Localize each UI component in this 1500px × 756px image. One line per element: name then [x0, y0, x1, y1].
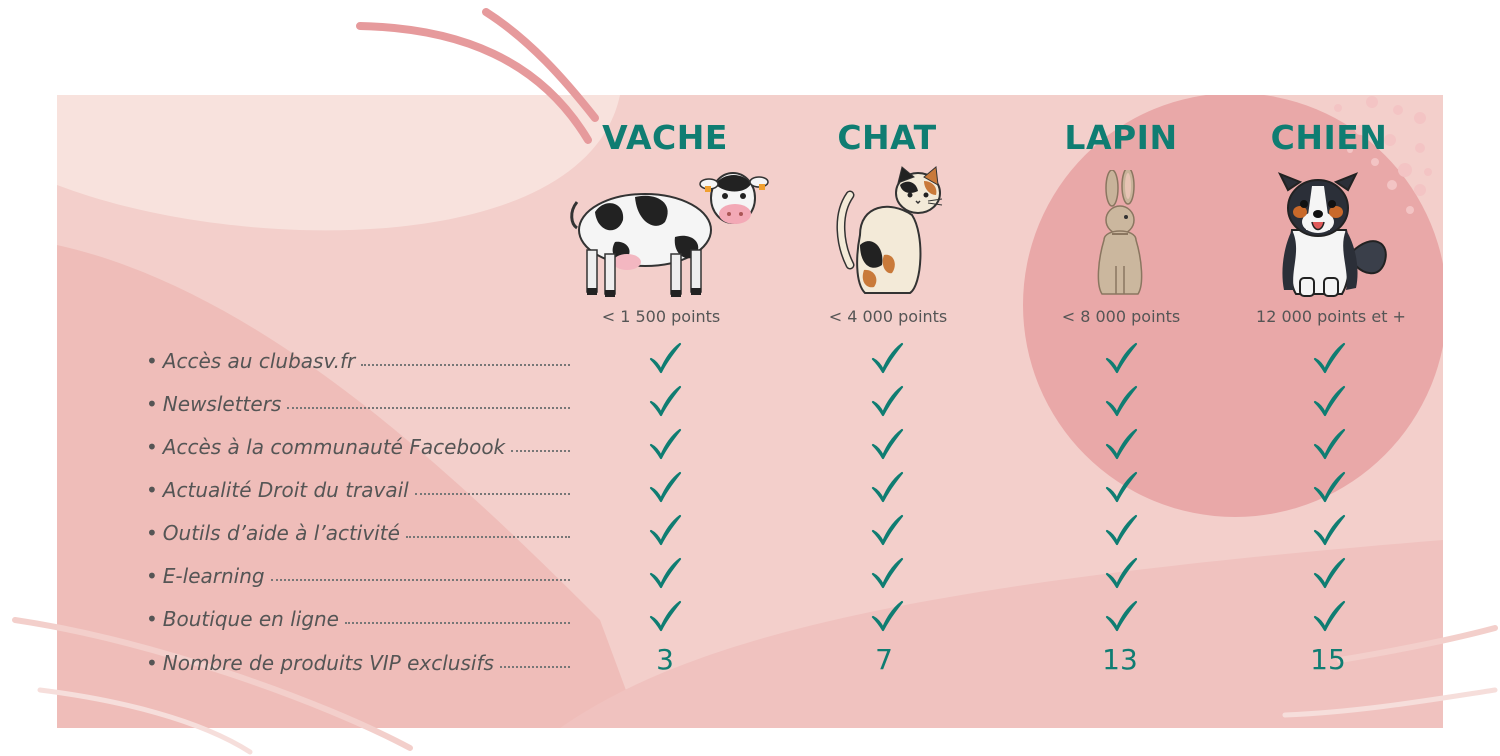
tier-name-lapin: LAPIN — [1064, 118, 1178, 157]
rabbit-icon — [1097, 170, 1143, 295]
checkmark-icon — [871, 342, 904, 374]
tier-points-lapin: < 8 000 points — [1061, 307, 1181, 326]
checkmark-icon — [871, 514, 904, 546]
vip-count-chien: 15 — [1310, 643, 1346, 676]
bullet: • — [146, 607, 158, 631]
tier-name-chien: CHIEN — [1270, 118, 1388, 157]
checkmark-icon — [871, 557, 904, 589]
checkmark-icon — [649, 428, 682, 460]
vip-count-vache: 3 — [656, 643, 674, 676]
feature-label: E-learning — [162, 564, 265, 588]
bullet: • — [146, 435, 158, 459]
tier-name-chat: CHAT — [837, 118, 937, 157]
feature-row: • Actualité Droit du travail — [146, 472, 570, 502]
leader-dots — [511, 450, 570, 452]
checkmark-icon — [1313, 471, 1346, 503]
leader-dots — [405, 536, 570, 538]
checkmark-icon — [649, 471, 682, 503]
leader-dots — [414, 493, 570, 495]
feature-label: Accès à la communauté Facebook — [162, 435, 506, 459]
feature-label: Newsletters — [162, 392, 282, 416]
checkmark-icon — [1313, 428, 1346, 460]
tier-name-vache: VACHE — [602, 118, 728, 157]
feature-row: • Outils d’aide à l’activité — [146, 515, 570, 545]
checkmark-icon — [1105, 428, 1138, 460]
checkmark-icon — [1105, 514, 1138, 546]
feature-row: • Boutique en ligne — [146, 601, 570, 631]
bullet: • — [146, 478, 158, 502]
cat-icon — [836, 166, 943, 294]
feature-label: Nombre de produits VIP exclusifs — [162, 651, 494, 675]
bullet: • — [146, 564, 158, 588]
vip-products-row: • Nombre de produits VIP exclusifs — [146, 645, 570, 675]
bullet: • — [146, 521, 158, 545]
checkmark-icon — [1105, 385, 1138, 417]
leader-dots — [270, 579, 570, 581]
leader-dots — [345, 622, 570, 624]
checkmark-icon — [871, 428, 904, 460]
tier-points-chat: < 4 000 points — [828, 307, 948, 326]
dog-icon — [1277, 172, 1387, 297]
feature-row: • Accès à la communauté Facebook — [146, 429, 570, 459]
feature-label: Accès au clubasv.fr — [162, 349, 356, 373]
cow-icon — [570, 172, 769, 297]
checkmark-icon — [1105, 342, 1138, 374]
checkmark-icon — [649, 514, 682, 546]
checkmark-icon — [649, 342, 682, 374]
checkmark-icon — [1105, 600, 1138, 632]
bullet: • — [146, 651, 158, 675]
checkmark-icon — [1313, 514, 1346, 546]
checkmark-icon — [871, 471, 904, 503]
checkmark-icon — [871, 385, 904, 417]
tier-points-vache: < 1 500 points — [601, 307, 721, 326]
vip-count-chat: 7 — [875, 643, 893, 676]
bullet: • — [146, 349, 158, 373]
checkmark-icon — [1313, 600, 1346, 632]
bullet: • — [146, 392, 158, 416]
checkmark-icon — [1105, 557, 1138, 589]
checkmark-icon — [871, 600, 904, 632]
checkmark-icon — [649, 600, 682, 632]
vip-count-lapin: 13 — [1102, 643, 1138, 676]
leader-dots — [287, 407, 570, 409]
checkmark-icon — [649, 557, 682, 589]
checkmark-icon — [1105, 471, 1138, 503]
leader-dots — [361, 364, 570, 366]
checkmark-icon — [1313, 385, 1346, 417]
feature-label: Outils d’aide à l’activité — [162, 521, 400, 545]
feature-row: • Newsletters — [146, 386, 570, 416]
feature-row: • E-learning — [146, 558, 570, 588]
checkmark-icon — [1313, 557, 1346, 589]
leader-dots — [499, 666, 570, 668]
checkmark-icon — [649, 385, 682, 417]
feature-label: Boutique en ligne — [162, 607, 339, 631]
feature-row: • Accès au clubasv.fr — [146, 343, 570, 373]
tier-points-chien: 12 000 points et + — [1256, 307, 1406, 326]
checkmark-icon — [1313, 342, 1346, 374]
feature-label: Actualité Droit du travail — [162, 478, 409, 502]
